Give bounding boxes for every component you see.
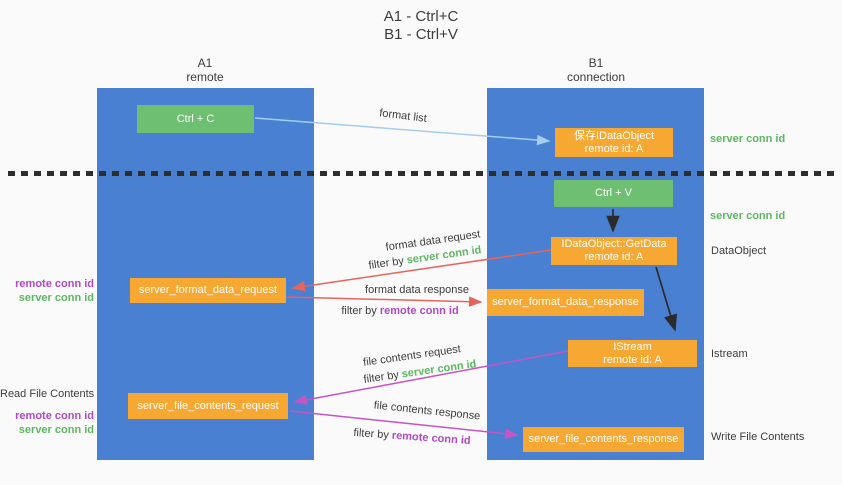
left-remote-conn-id-1: remote conn id: [15, 278, 94, 290]
write-file-contents-annotation: Write File Contents: [711, 431, 805, 443]
filter-by-text-3: filter by: [362, 368, 403, 386]
title-line-2: B1 - Ctrl+V: [384, 26, 458, 43]
server-format-data-response-box: server_format_data_response: [487, 289, 644, 316]
filter-by-text-4: filter by: [353, 426, 393, 442]
ctrl-v-box: Ctrl + V: [554, 180, 673, 207]
istream-annotation: Istream: [711, 348, 748, 360]
ctrl-c-label: Ctrl + C: [176, 112, 215, 125]
remote-conn-id-text-2: remote conn id: [379, 305, 459, 317]
server-format-data-response-label: server_format_data_response: [492, 296, 639, 308]
diagram-title: A1 - Ctrl+C B1 - Ctrl+V: [0, 8, 842, 44]
file-contents-response-label: file contents response: [373, 399, 481, 423]
ctrl-c-box: Ctrl + C: [137, 105, 254, 133]
server-file-contents-request-box: server_file_contents_request: [128, 393, 288, 419]
ctrl-v-label: Ctrl + V: [595, 187, 632, 199]
lane-a1-name: A1: [197, 56, 213, 70]
file-contents-response-filter-label: filter by remote conn id: [353, 427, 471, 447]
lane-header-a1: A1 remote: [145, 56, 265, 84]
left-remote-conn-id-2: remote conn id: [15, 410, 94, 422]
save-idataobject-box: 保存IDataObject remote id: A: [555, 128, 673, 157]
filter-by-text-2: filter by: [341, 305, 380, 317]
istream-line1: IStream: [613, 340, 652, 353]
idataobject-getdata-line1: IDataObject::GetData: [561, 238, 667, 250]
right-server-conn-id-top: server conn id: [710, 133, 786, 145]
left-server-conn-id-2: server conn id: [18, 424, 94, 436]
remote-conn-id-text-4: remote conn id: [391, 429, 471, 448]
lane-a1-role: remote: [186, 70, 224, 84]
idataobject-getdata-line2: remote id: A: [584, 251, 644, 263]
format-list-label: format list: [378, 107, 428, 125]
server-file-contents-response-label: server_file_contents_response: [528, 433, 679, 445]
copy-paste-divider-line: [8, 171, 836, 176]
dataobject-annotation: DataObject: [711, 245, 767, 257]
format-data-response-filter-label: filter by remote conn id: [341, 305, 458, 317]
server-file-contents-request-label: server_file_contents_request: [137, 399, 279, 412]
idataobject-getdata-box: IDataObject::GetData remote id: A: [551, 237, 677, 265]
server-format-data-request-label: server_format_data_request: [138, 284, 278, 296]
left-server-conn-id-1: server conn id: [18, 292, 94, 304]
filter-by-text-1: filter by: [367, 254, 408, 272]
format-data-response-label: format data response: [365, 284, 469, 296]
read-file-contents-annotation: Read File Contents: [0, 388, 95, 400]
lane-b1-name: B1: [588, 56, 604, 70]
server-file-contents-response-box: server_file_contents_response: [523, 427, 684, 452]
right-server-conn-id-mid: server conn id: [710, 210, 786, 222]
format-data-response-arrow: [286, 296, 483, 307]
server-format-data-request-box: server_format_data_request: [130, 278, 286, 303]
save-idataobject-line1: 保存IDataObject: [573, 129, 655, 142]
lane-header-b1: B1 connection: [536, 56, 656, 84]
save-idataobject-line2: remote id: A: [584, 142, 644, 155]
istream-line2: remote id: A: [603, 353, 662, 366]
lane-b1-role: connection: [566, 70, 626, 84]
istream-box: IStream remote id: A: [568, 340, 697, 367]
title-line-1: A1 - Ctrl+C: [383, 8, 459, 25]
